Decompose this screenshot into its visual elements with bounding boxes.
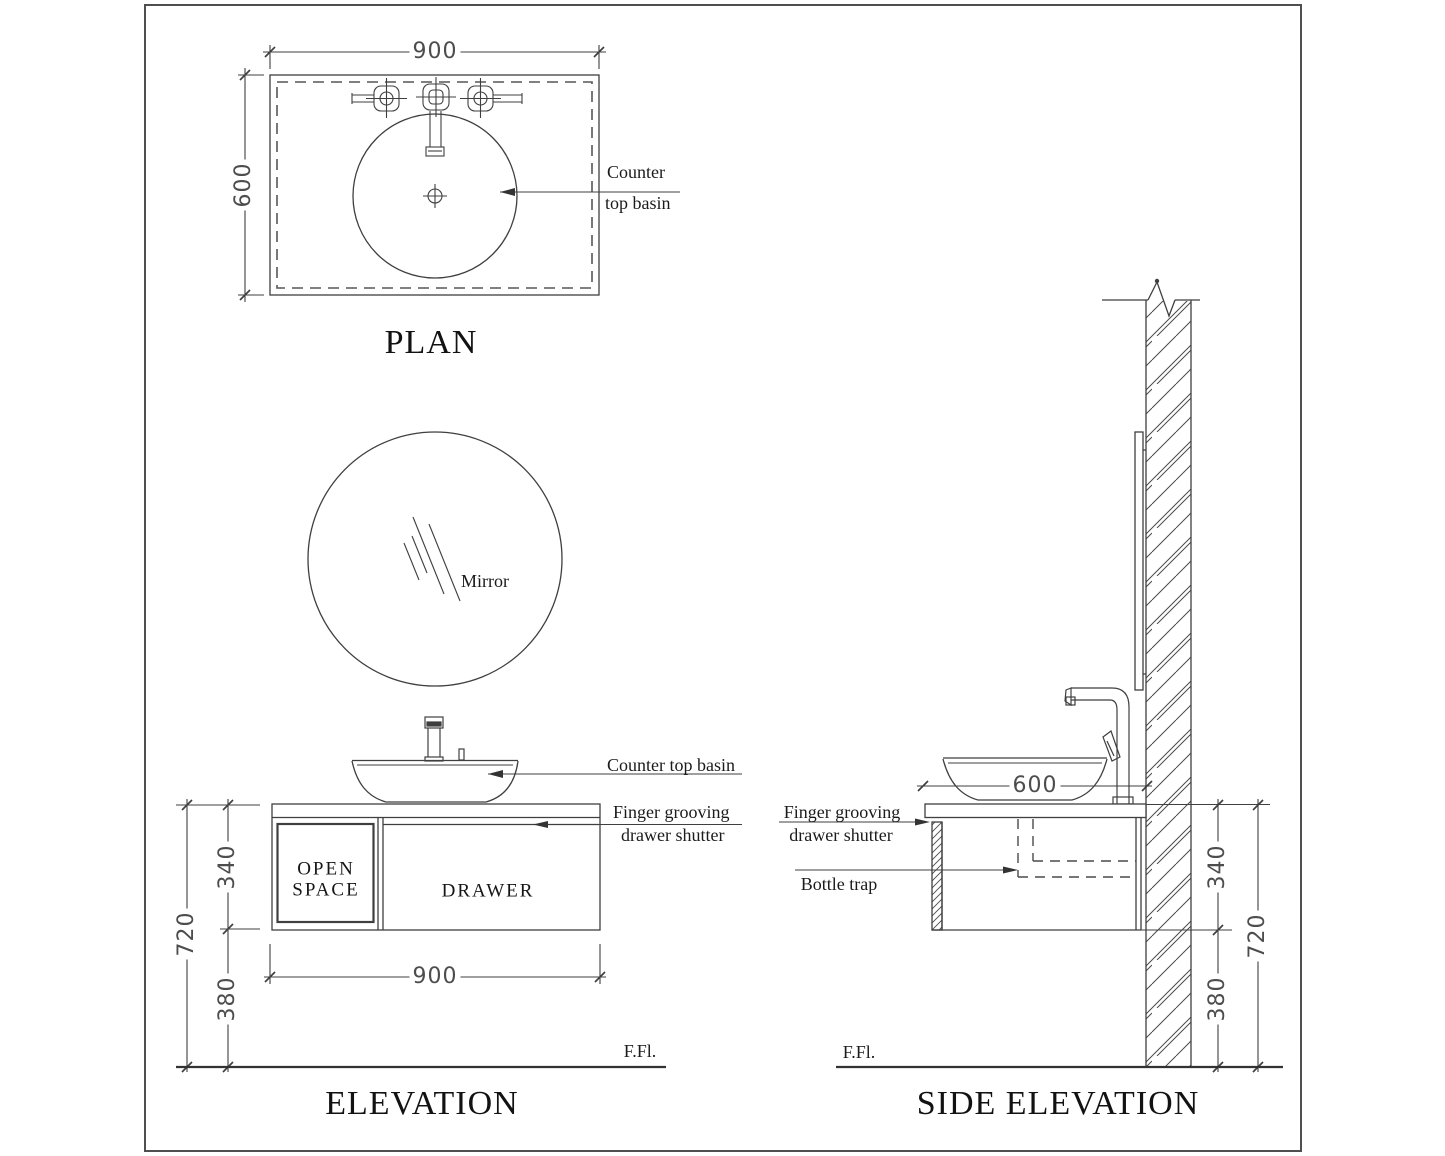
elevation-finger-label-line1: Finger grooving [613,802,730,822]
plan-drain [423,184,447,208]
side-dim-600-text: 600 [1009,775,1061,797]
elevation-dim-380-text: 380 [215,973,240,1025]
wall-edges [1145,300,1192,1067]
plan-basin-leader [500,188,680,196]
elevation-linework [176,716,742,1073]
side-counter [924,803,1147,819]
drawer-label: DRAWER [441,880,535,902]
open-space-label-line2: SPACE [292,879,360,901]
side-faucet [1064,687,1134,805]
elevation-finger-leader [533,821,742,828]
plan-faucet [416,77,456,157]
plan-counter-dashed-edge [276,81,593,289]
plan-view-linework [238,45,680,302]
elevation-basin [351,759,519,803]
plan-counter-outline [269,74,600,296]
side-finger-leader [779,818,930,826]
side-dim-340-text: 340 [1205,841,1230,893]
plan-dim-900-text: 900 [409,41,461,63]
plan-right-handle [460,78,523,118]
elevation-basin-label: Counter top basin [607,755,735,775]
elevation-open-space-box [276,822,375,924]
side-bottle-trap [1017,819,1136,878]
elevation-basin-leader [488,770,742,778]
side-dim-380-text: 380 [1205,973,1230,1025]
elevation-dim-720-text: 720 [174,908,199,960]
side-finger-label-line2: drawer shutter [789,825,893,845]
side-basin [942,757,1108,801]
open-space-label-line1: OPEN [297,858,355,880]
plan-title: PLAN [384,324,478,361]
mirror-circle [307,431,563,687]
elevation-dims [176,799,260,1073]
bottle-trap-label: Bottle trap [800,874,878,894]
side-mirror [1134,431,1146,691]
plan-left-handle [351,78,407,118]
side-ffl-label: F.Fl. [842,1042,876,1062]
side-dim-720-text: 720 [1245,910,1270,962]
elevation-ffl-label: F.Fl. [623,1041,657,1061]
side-finger-label-line1: Finger grooving [783,802,901,822]
elevation-dim-340-text: 340 [215,841,240,893]
elevation-dim-900-text: 900 [409,966,461,988]
plan-basin-label-line1: Counter [607,162,665,182]
elevation-divider [377,817,384,930]
mirror-glass-marks [403,516,461,602]
side-elevation-title: SIDE ELEVATION [916,1085,1200,1122]
elevation-cabinet-outline [271,803,601,931]
plan-basin-circle [352,113,518,279]
wall-hatch [1146,301,1191,1067]
plan-basin-label-line2: top basin [605,193,671,213]
side-elevation-linework [779,278,1283,1073]
elevation-finger-label-line2: drawer shutter [621,825,725,845]
side-cabinet-back [1135,817,1142,930]
elevation-faucet [424,716,465,762]
mirror-label: Mirror [461,571,509,591]
side-drawer-front [931,821,943,931]
mirror-linework [307,431,563,687]
elevation-title: ELEVATION [325,1085,519,1122]
sheet-border [144,4,1302,1152]
wall-break-symbol [1147,280,1176,318]
side-bottle-leader [795,866,1018,874]
plan-dim-600-text: 600 [231,159,256,211]
